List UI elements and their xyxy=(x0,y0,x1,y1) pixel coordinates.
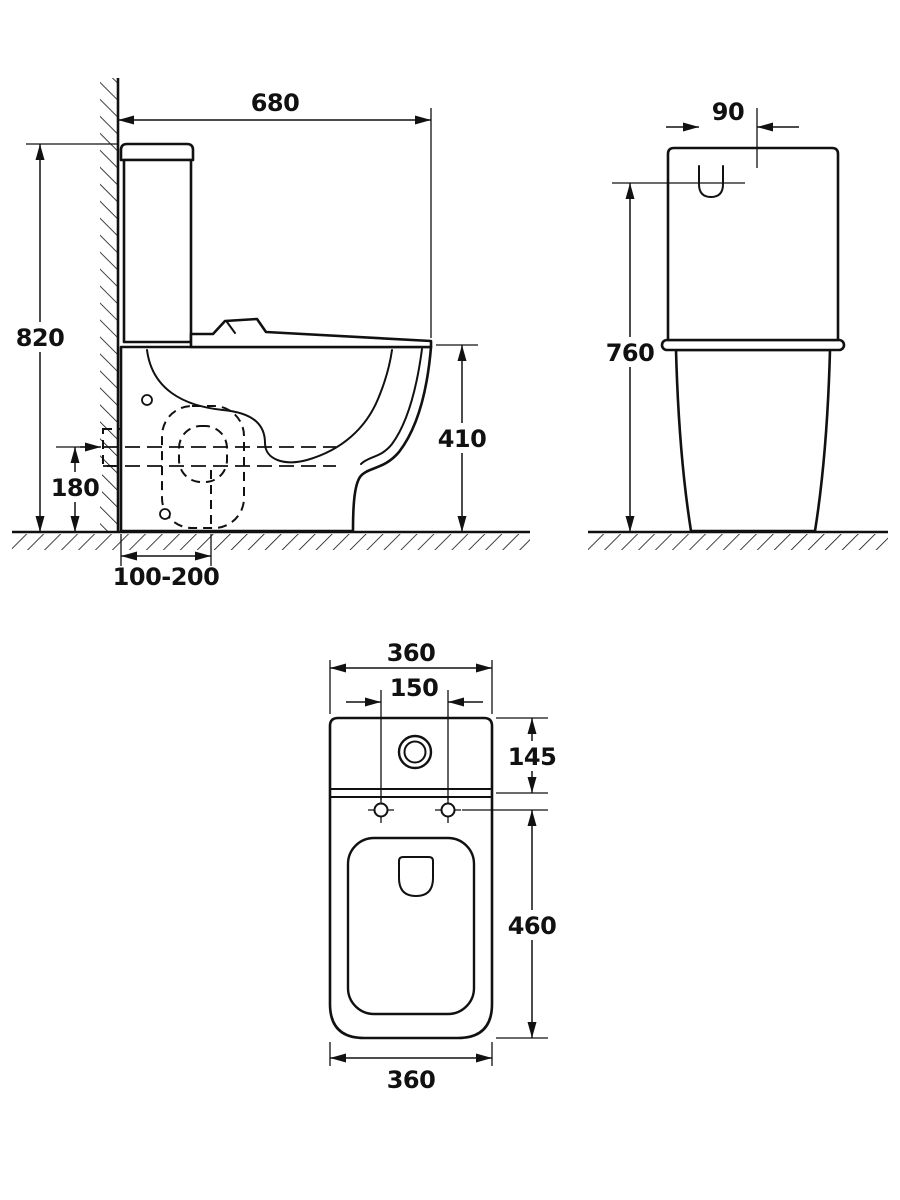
dim-145-label: 145 xyxy=(508,743,557,771)
dim-145-label-bg xyxy=(505,741,559,771)
dim-100-200-label: 100-200 xyxy=(113,563,220,591)
dim-760-label-bg xyxy=(603,337,657,367)
trap-dashed-inner xyxy=(178,425,228,483)
fixing-hole-lower xyxy=(159,508,171,520)
dim-360top-label: 360 xyxy=(387,639,436,667)
bolt-marker-right xyxy=(435,797,461,823)
bolt-right-circle xyxy=(440,802,456,818)
pedestal-outline-back xyxy=(674,348,832,533)
dim-680-label: 680 xyxy=(251,89,300,117)
bowl-outline xyxy=(119,345,433,533)
dim-180-label: 180 xyxy=(51,474,100,502)
trap-dashed-outer xyxy=(161,405,245,529)
flush-valve-detail xyxy=(398,856,434,898)
plan-outer-outline xyxy=(328,716,494,1040)
wall-hatch xyxy=(100,78,118,532)
dim-820-label: 820 xyxy=(16,324,65,352)
seat-inner-outline xyxy=(346,836,476,1016)
seat-band-back xyxy=(660,338,846,352)
floor-hatch-back xyxy=(588,534,888,550)
dim-460-label: 460 xyxy=(508,912,557,940)
dim-820-label-bg xyxy=(13,322,67,352)
bowl-front-inner-line xyxy=(360,348,423,465)
wall-outlet-dashed-box xyxy=(102,428,122,467)
dim-360bottom-label: 360 xyxy=(387,1066,436,1094)
seat-hinge-detail xyxy=(226,321,236,334)
dim-90-label: 90 xyxy=(712,98,744,126)
seat-outline-side xyxy=(189,317,433,349)
dim-760-label: 760 xyxy=(606,339,655,367)
cistern-lid-side xyxy=(119,142,195,162)
side-view: 680 820 410 180 100-200 xyxy=(12,78,530,591)
cistern-body-side xyxy=(122,158,193,344)
bolt-marker-left xyxy=(368,797,394,823)
dim-150-label: 150 xyxy=(390,674,439,702)
dim-180-label-bg xyxy=(48,472,102,502)
dim-410-label: 410 xyxy=(438,425,487,453)
back-view: 90 760 xyxy=(588,98,888,550)
dim-410-label-bg xyxy=(435,423,489,453)
cistern-outline-back xyxy=(666,146,840,342)
flush-button-inner-circle xyxy=(403,740,427,764)
flush-button-recess xyxy=(698,165,724,199)
dim-460-label-bg xyxy=(505,910,559,940)
floor-hatch-side xyxy=(12,534,530,550)
flush-button-outer-circle xyxy=(397,734,433,770)
bolt-left-circle xyxy=(373,802,389,818)
fixing-hole-upper xyxy=(141,394,153,406)
plan-view: 360 150 145 460 360 xyxy=(328,639,559,1094)
